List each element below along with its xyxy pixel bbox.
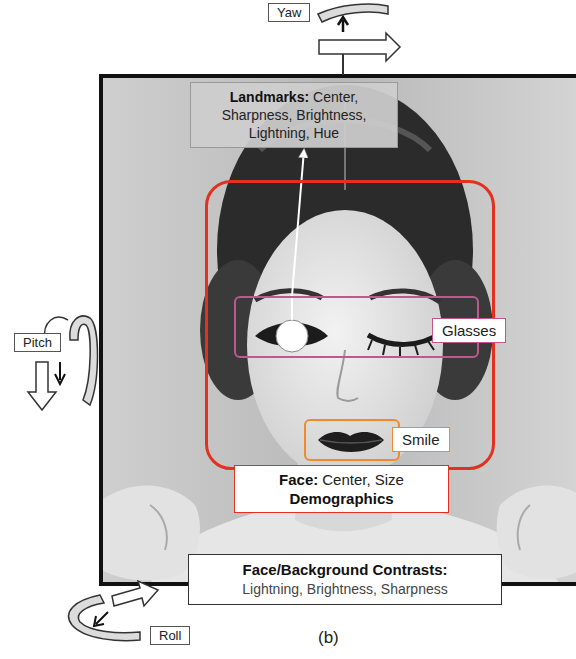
box-heading: Demographics [241,489,442,508]
attribute-text: Smile [402,431,440,448]
eyes-region: Glasses [234,296,479,358]
face-label: Face:Center, SizeDemographics [234,465,449,513]
box-heading: Face/Background Contrasts: [195,560,495,580]
box-body: Lightning, Brightness, Sharpness [195,580,495,599]
contrast-box: Face/Background Contrasts:Lightning, Bri… [188,554,502,605]
rotation-text: Yaw [277,5,301,20]
rotation-text: Pitch [23,335,52,350]
attribute-label: Glasses [432,318,506,343]
box-heading: Landmarks: [230,89,309,105]
rotation-label: Roll [150,626,190,645]
label-line: Face:Center, Size [241,470,442,489]
landmarks-box: Landmarks:Center, Sharpness, Brightness,… [190,82,398,148]
box-body: Center, Size [322,471,404,488]
mouth-region: Smile [304,419,400,461]
rotation-text: Roll [159,628,181,643]
attribute-text: Glasses [442,322,496,339]
figure-caption: (b) [318,628,339,648]
box-heading: Face: [279,471,318,488]
yaw-symbol [318,4,400,75]
attribute-label: Smile [392,427,450,452]
leader-arrow [292,150,304,296]
roll-symbol [69,581,158,641]
face-region: Face:Center, SizeDemographicsGlassesSmil… [205,180,495,470]
rotation-label: Pitch [14,333,61,352]
rotation-label: Yaw [268,3,310,22]
pitch-symbol [28,316,98,410]
